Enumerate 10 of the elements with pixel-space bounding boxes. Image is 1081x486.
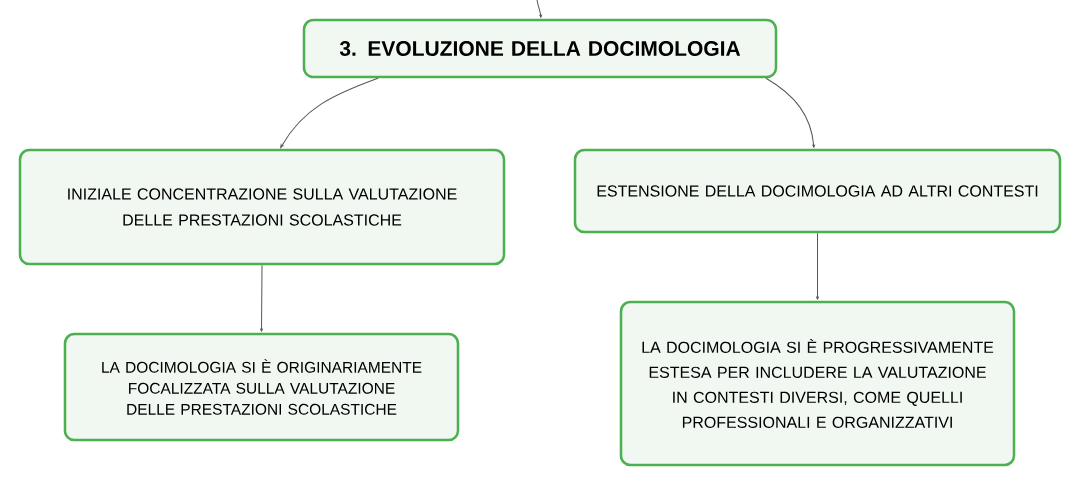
arrow: [260, 264, 263, 332]
arrow: [536, 0, 543, 18]
topic-box: LA DOCIMOLOGIA SI È PROGRESSIVAMENTE ESTESA PER INCLUDERE LA VALUTAZIONE IN CONTESTI DIVERSI, COME QUELLI PROFESSIONALI E ORGANIZZATIVI: [619, 300, 1016, 467]
topic-box: LA DOCIMOLOGIA SI È ORIGINARIAMENTE FOCALIZZATA SULLA VALUTAZIONE DELLE PRESTAZIONI SCOLASTICHE: [63, 332, 460, 442]
topic-box: ESTENSIONE DELLA DOCIMOLOGIA AD ALTRI CONTESTI: [573, 148, 1062, 234]
arrow: [765, 77, 816, 148]
title-box: 3. EVOLUZIONE DELLA DOCIMOLOGIA: [302, 18, 778, 79]
arrow: [816, 232, 819, 300]
arrow: [280, 77, 379, 149]
topic-box: INIZIALE CONCENTRAZIONE SULLA VALUTAZIONE DELLE PRESTAZIONI SCOLASTICHE: [18, 148, 506, 266]
